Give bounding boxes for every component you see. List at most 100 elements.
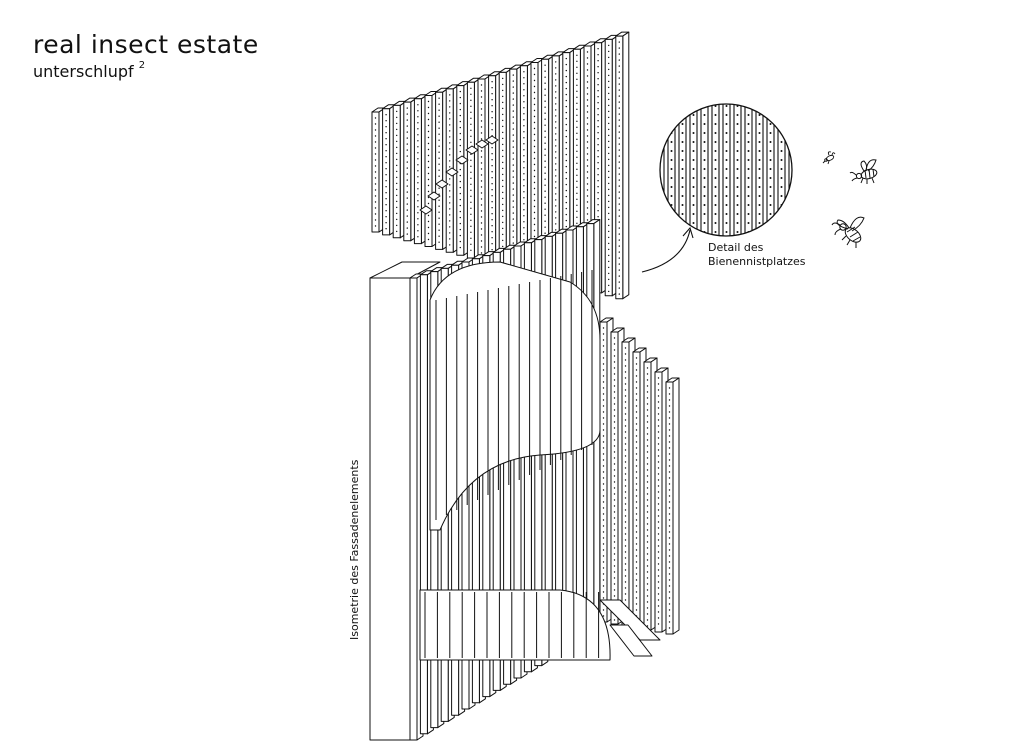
nest-hole — [769, 204, 772, 206]
nest-hole — [791, 213, 792, 215]
nest-hole — [758, 132, 761, 134]
nest-hole — [725, 105, 728, 107]
nest-hole — [769, 114, 772, 116]
nest-hole — [747, 204, 750, 206]
nest-hole — [703, 204, 706, 206]
nest-hole — [714, 231, 717, 233]
nest-hole — [791, 150, 792, 152]
upper-slat — [615, 31, 630, 300]
nest-hole — [736, 177, 739, 179]
bee-icon — [849, 159, 878, 184]
nest-hole — [791, 204, 792, 206]
cut-step — [435, 179, 449, 189]
nest-hole — [791, 141, 792, 143]
lower-step — [609, 624, 653, 657]
facade-element — [369, 31, 680, 741]
nest-hole — [769, 141, 772, 143]
nest-hole — [758, 222, 761, 224]
lower-slab-face — [369, 277, 411, 741]
nest-hole — [725, 231, 728, 233]
nest-hole — [769, 105, 772, 107]
large-bee-icon — [831, 216, 865, 248]
nest-hole — [681, 150, 684, 152]
nest-hole — [780, 186, 783, 188]
nest-hole — [714, 114, 717, 116]
small-bee-icon — [822, 151, 836, 165]
nest-hole — [714, 222, 717, 224]
nest-hole — [725, 204, 728, 206]
cut-step — [445, 167, 459, 177]
nest-hole — [758, 168, 761, 170]
nest-hole — [692, 105, 695, 107]
nest-hole — [714, 195, 717, 197]
nest-hole — [681, 132, 684, 134]
nest-hole — [791, 222, 792, 224]
nest-hole — [714, 168, 717, 170]
nest-hole — [670, 159, 673, 161]
nest-hole — [758, 186, 761, 188]
nest-hole — [692, 150, 695, 152]
nest-hole — [725, 222, 728, 224]
nest-hole — [714, 141, 717, 143]
nest-hole — [769, 231, 772, 233]
nest-hole — [714, 159, 717, 161]
nest-hole — [681, 231, 684, 233]
nest-hole — [736, 132, 739, 134]
nest-hole — [692, 114, 695, 116]
nest-hole — [769, 222, 772, 224]
nest-hole — [780, 159, 783, 161]
nest-hole — [780, 168, 783, 170]
nest-hole — [791, 114, 792, 116]
nest-hole — [714, 150, 717, 152]
lower-slab-top — [369, 261, 441, 279]
nest-hole — [714, 213, 717, 215]
nest-hole — [703, 222, 706, 224]
nest-hole — [681, 195, 684, 197]
cut-step — [485, 135, 499, 145]
nest-hole — [681, 123, 684, 125]
nest-hole — [681, 141, 684, 143]
nest-hole — [791, 105, 792, 107]
nest-hole — [670, 222, 673, 224]
nest-hole — [670, 204, 673, 206]
nest-hole — [780, 141, 783, 143]
nest-hole — [692, 141, 695, 143]
nest-hole — [670, 114, 673, 116]
nest-hole — [736, 213, 739, 215]
nest-hole — [758, 177, 761, 179]
nest-hole — [692, 222, 695, 224]
nest-hole — [758, 105, 761, 107]
nest-hole — [703, 159, 706, 161]
nest-hole — [736, 123, 739, 125]
nest-hole — [703, 168, 706, 170]
nest-hole — [758, 150, 761, 152]
nest-hole — [736, 141, 739, 143]
nest-hole — [780, 123, 783, 125]
nest-hole — [725, 114, 728, 116]
nest-hole — [736, 222, 739, 224]
nest-hole — [725, 177, 728, 179]
nest-hole — [780, 177, 783, 179]
nest-hole — [670, 150, 673, 152]
nest-hole — [725, 123, 728, 125]
nest-hole — [725, 213, 728, 215]
nest-hole — [725, 141, 728, 143]
nest-hole — [703, 177, 706, 179]
nest-hole — [769, 213, 772, 215]
nest-hole — [736, 186, 739, 188]
nest-hole — [747, 186, 750, 188]
nest-hole — [747, 195, 750, 197]
subtitle-superscript: 2 — [138, 60, 146, 71]
nest-hole — [692, 168, 695, 170]
nest-hole — [670, 213, 673, 215]
nest-hole — [791, 186, 792, 188]
cut-step — [465, 145, 479, 155]
nest-hole — [703, 186, 706, 188]
nest-hole — [692, 231, 695, 233]
cut-step — [427, 191, 441, 201]
nest-hole — [725, 159, 728, 161]
page-title: real insect estate — [33, 30, 259, 59]
detail-label-line-2: Bienennistplatzes — [708, 255, 806, 268]
arch-cutout — [429, 261, 601, 531]
nest-hole — [736, 204, 739, 206]
